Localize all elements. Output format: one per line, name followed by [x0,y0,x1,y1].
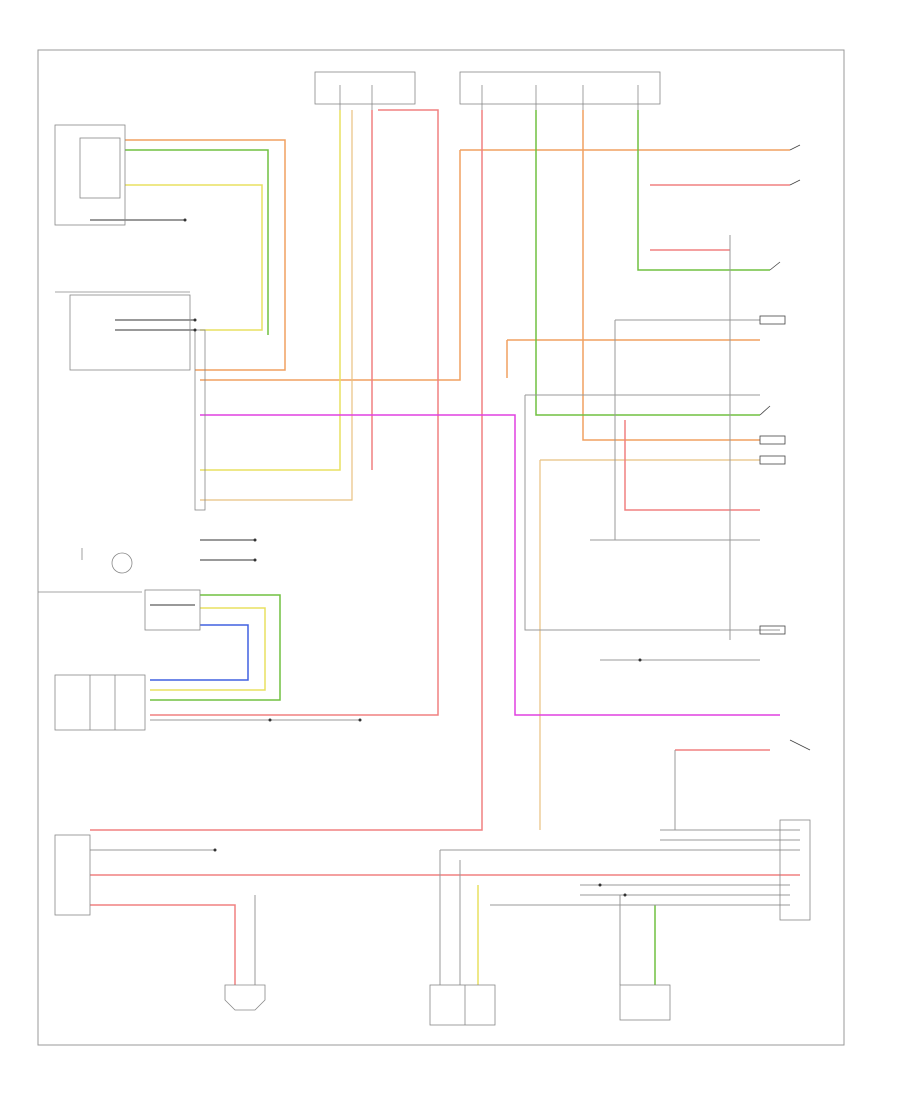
mode-switch [144,589,201,631]
right-module [779,819,811,921]
fuse-box-left [314,71,416,110]
wire-orange-top [125,110,790,441]
relay-module [54,124,126,226]
wire-pink [90,109,800,985]
sensor-bottom [224,984,266,1011]
wire-tan [200,110,760,830]
wire-black [90,219,255,606]
connector-dots [183,218,642,897]
wire-magenta [200,414,780,716]
right-switches [759,144,811,751]
fuse-box-right [459,71,661,110]
wire-yellow [125,110,479,985]
pressure-switch [429,984,496,1026]
wire-green [125,110,770,985]
speedometer [54,674,146,731]
ignition-switch [55,291,206,511]
clutch-switch [619,984,671,1021]
clockspring [38,548,142,593]
wire-blue [150,624,249,681]
diagram-border [37,49,845,1046]
module-bottom [54,834,91,916]
wire-gray [90,235,800,985]
